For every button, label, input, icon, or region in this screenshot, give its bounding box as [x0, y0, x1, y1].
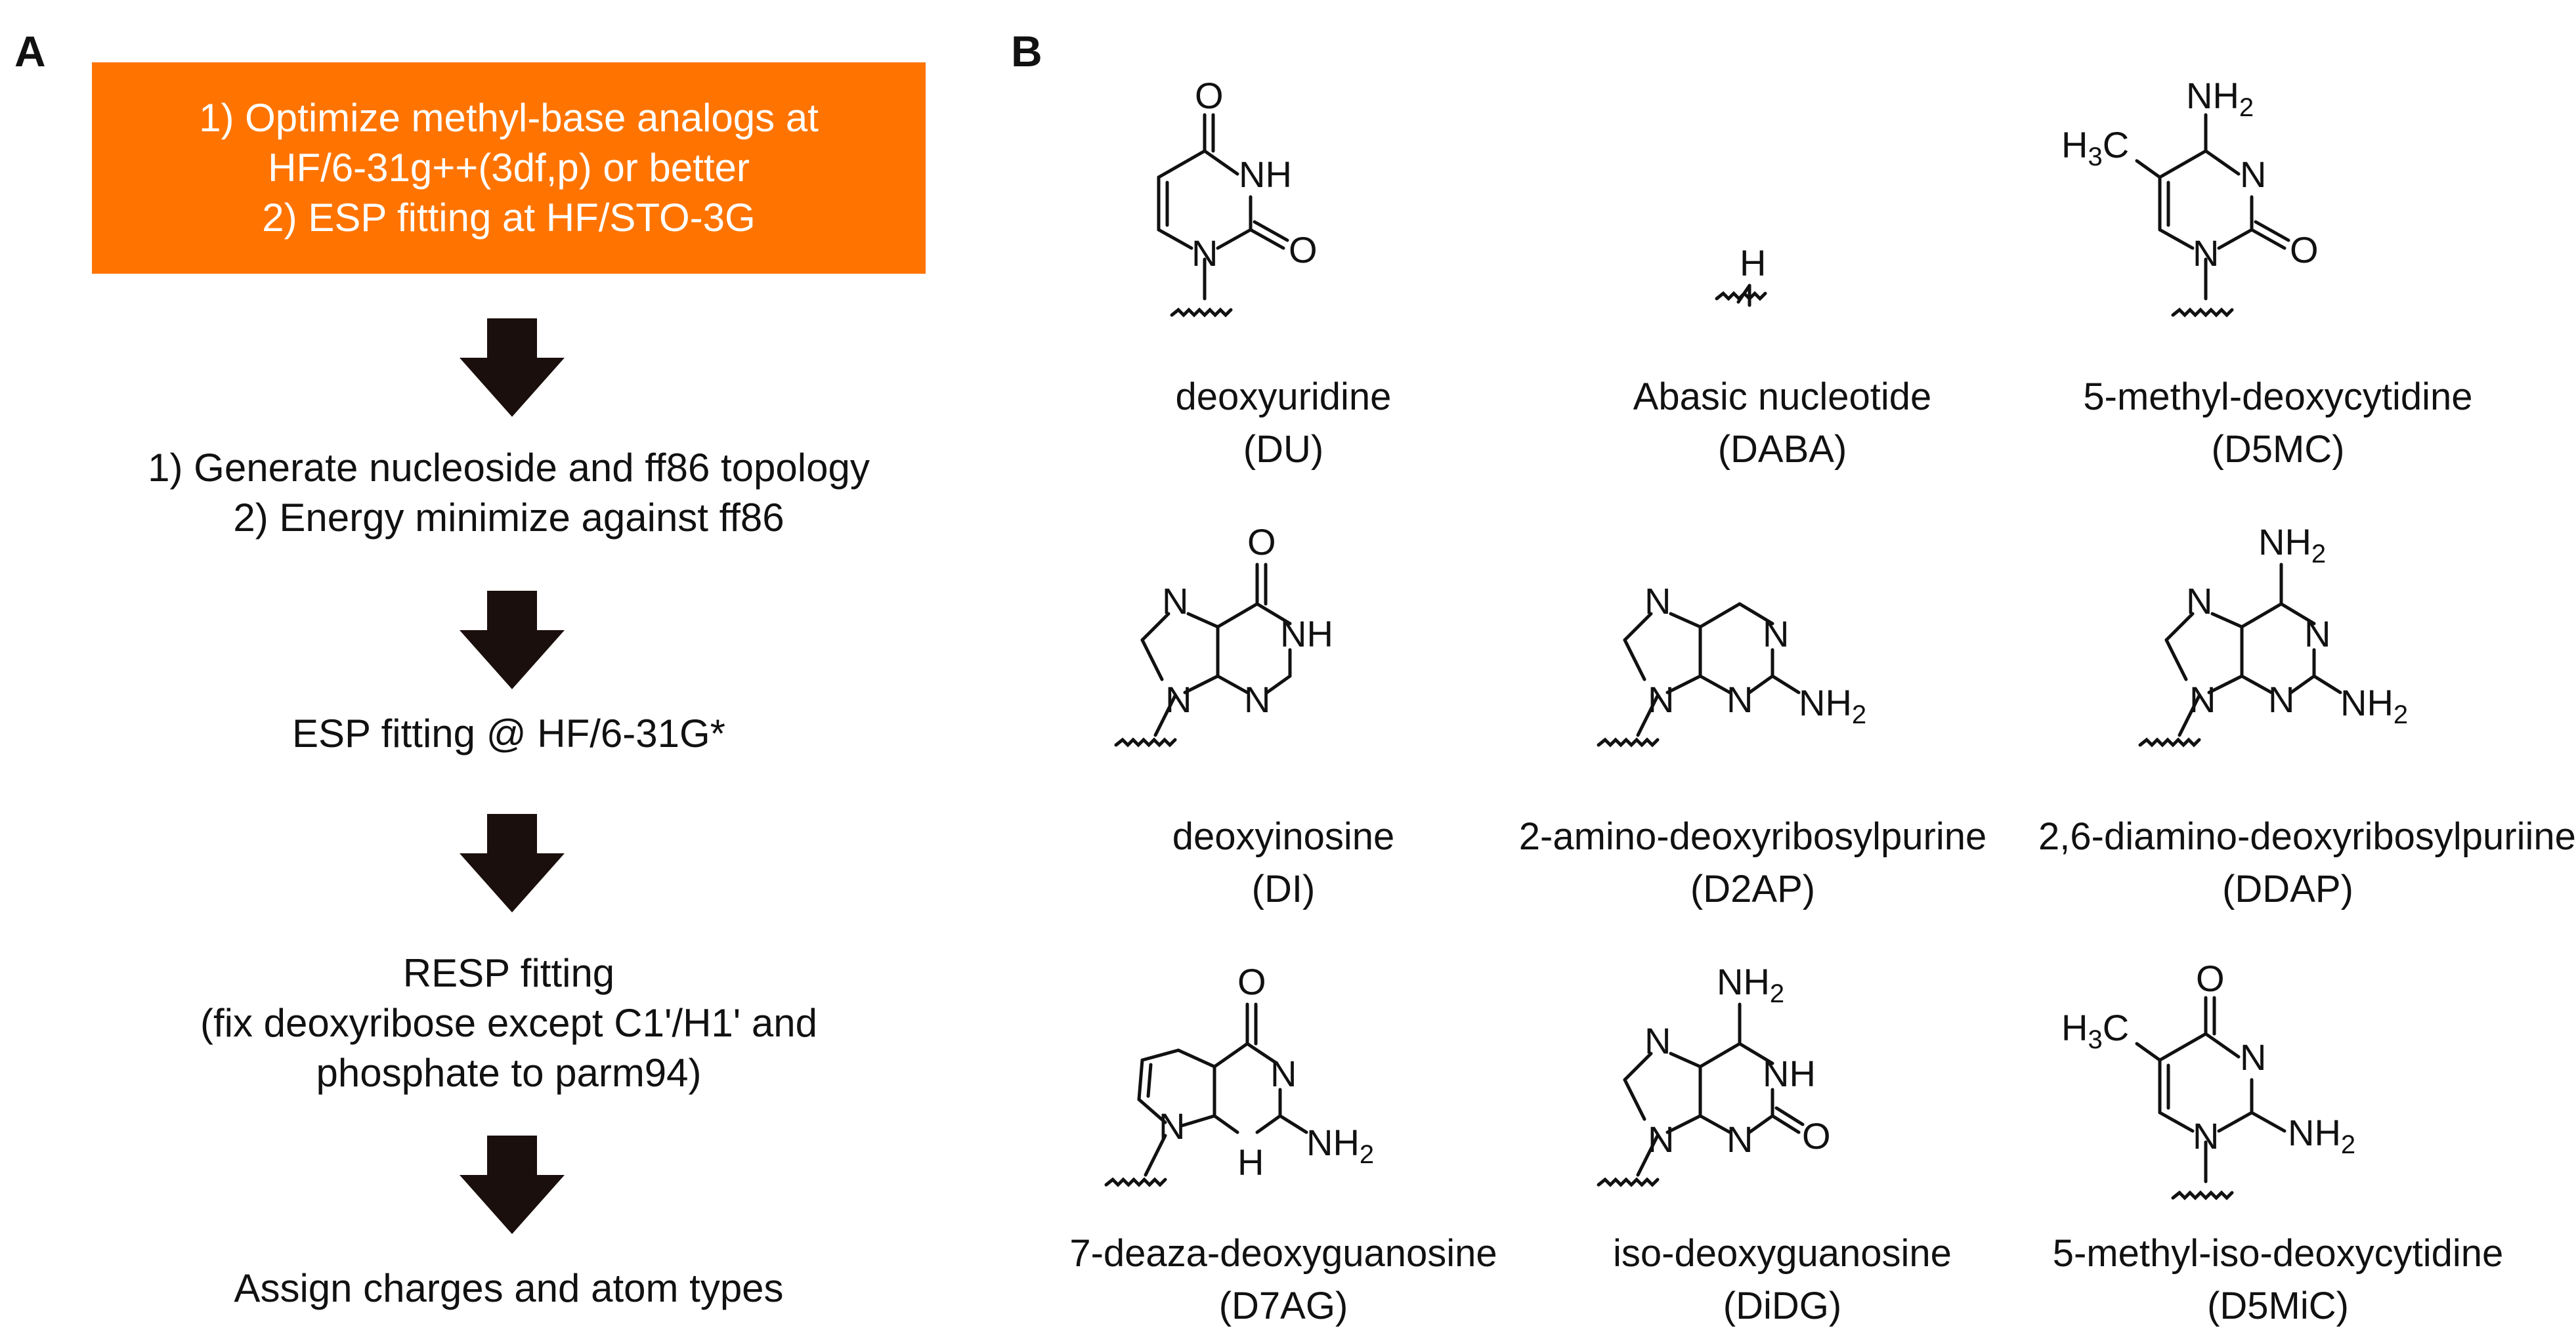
structure-iso-deoxyguanosine: NH2 N NH N N O — [1572, 945, 1940, 1247]
molecule-abbr: (D5MiC) — [2207, 1285, 2349, 1327]
molecule-name: deoxyinosine — [1172, 815, 1395, 858]
box-line-2: HF/6-31g++(3df,p) or better — [268, 146, 750, 190]
box-line-1: 1) Optimize methyl-base analogs at — [199, 96, 819, 140]
down-arrow-4 — [460, 1136, 565, 1234]
molecule-name: iso-deoxyguanosine — [1613, 1232, 1952, 1275]
structure-deoxyuridine: O NH N O — [1086, 62, 1454, 364]
atom-label: N — [2189, 679, 2216, 720]
atom-label: NH2 — [1717, 961, 1784, 1008]
atom-label: N — [1191, 232, 1218, 274]
caption-iso-deoxyguanosine: iso-deoxyguanosine (DiDG) — [1533, 1227, 2032, 1332]
caption-5-methyl-deoxycytidine: 5-methyl-deoxycytidine (D5MC) — [2029, 371, 2527, 476]
atom-label: NH2 — [1306, 1122, 1374, 1169]
step-resp-line-2: (fix deoxyribose except C1'/H1' and — [200, 1001, 818, 1045]
atom-label: N — [2240, 154, 2266, 195]
molecule-abbr: (DiDG) — [1723, 1285, 1842, 1327]
atom-label: NH2 — [2340, 682, 2408, 729]
step-resp-line-1: RESP fitting — [402, 951, 615, 995]
molecule-name: 7-deaza-deoxyguanosine — [1069, 1232, 1497, 1275]
step-esp-fitting: ESP fitting @ HF/6-31G* — [39, 709, 978, 759]
atom-label: N — [1244, 679, 1270, 720]
atom-label: N — [1270, 1053, 1297, 1094]
step-resp-line-3: phosphate to parm94) — [316, 1051, 702, 1095]
atom-label: N — [2268, 679, 2294, 720]
atom-label: NH — [1280, 613, 1333, 654]
structure-abasic: H — [1576, 62, 1943, 364]
step-assign: Assign charges and atom types — [39, 1264, 978, 1313]
atom-label: N — [1159, 1105, 1185, 1147]
molecule-name: 5-methyl-iso-deoxycytidine — [2052, 1232, 2504, 1275]
atom-label: O — [2196, 958, 2225, 999]
caption-2-amino-deoxyribosylpurine: 2-amino-deoxyribosylpurine (D2AP) — [1503, 811, 2002, 916]
atom-label: N — [1727, 1119, 1753, 1160]
step-topology: 1) Generate nucleoside and ff86 topology… — [39, 443, 978, 543]
atom-label: O — [1289, 229, 1318, 270]
atom-label: N — [2240, 1036, 2266, 1078]
optimization-box: 1) Optimize methyl-base analogs at HF/6-… — [92, 62, 926, 274]
caption-deoxyuridine: deoxyuridine (DU) — [1034, 371, 1533, 476]
atom-label: H — [1740, 242, 1766, 284]
down-arrow-3 — [460, 814, 565, 912]
atom-label: N — [1727, 679, 1753, 720]
atom-label: O — [2290, 229, 2319, 270]
caption-5-methyl-iso-deoxycytidine: 5-methyl-iso-deoxycytidine (D5MiC) — [2029, 1227, 2527, 1332]
structure-2-6-diamino-deoxyribosylpurine: NH2 N N N N NH2 — [2114, 505, 2481, 807]
atom-label: NH2 — [2258, 521, 2326, 568]
atom-label: N — [1763, 613, 1789, 654]
molecule-name: 2-amino-deoxyribosylpurine — [1518, 815, 1987, 858]
step-topology-line-2: 2) Energy minimize against ff86 — [233, 496, 784, 540]
atom-label: NH2 — [2288, 1112, 2355, 1159]
down-arrow-1 — [460, 318, 565, 417]
step-esp-line: ESP fitting @ HF/6-31G* — [291, 712, 726, 756]
atom-label: N — [1648, 679, 1674, 720]
structure-5-methyl-deoxycytidine: NH2 H3C N N O — [2061, 62, 2455, 364]
step-resp-fitting: RESP fitting (fix deoxyribose except C1'… — [39, 949, 978, 1098]
molecule-abbr: (DU) — [1243, 428, 1324, 471]
atom-label: N — [2193, 1115, 2219, 1157]
atom-label: N — [2304, 613, 2330, 654]
box-line-3: 2) ESP fitting at HF/STO-3G — [262, 196, 756, 240]
molecule-abbr: (DDAP) — [2222, 868, 2353, 910]
molecule-name: 5-methyl-deoxycytidine — [2083, 375, 2473, 418]
structure-2-amino-deoxyribosylpurine: N N N N NH2 — [1572, 505, 1940, 807]
atom-label: O — [1802, 1115, 1831, 1157]
atom-label: H3C — [2061, 1007, 2129, 1054]
atom-label: O — [1237, 961, 1266, 1002]
atom-label: NH2 — [2186, 75, 2254, 122]
step-assign-line: Assign charges and atom types — [234, 1266, 784, 1310]
caption-7-deaza-deoxyguanosine: 7-deaza-deoxyguanosine (D7AG) — [1034, 1227, 1533, 1332]
molecule-abbr: (D5MC) — [2211, 428, 2345, 471]
panel-a-label: A — [14, 27, 46, 75]
step-topology-line-1: 1) Generate nucleoside and ff86 topology — [148, 446, 870, 490]
atom-label: N — [1162, 580, 1188, 622]
caption-2-6-diamino-deoxyribosylpurine: 2,6-diamino-deoxyribosylpuriine (DDAP) — [2038, 811, 2576, 916]
structure-5-methyl-iso-deoxycytidine: O H3C N N NH2 — [2061, 945, 2455, 1247]
atom-label: N — [2186, 580, 2212, 622]
molecule-name: deoxyuridine — [1175, 375, 1392, 418]
caption-deoxyinosine: deoxyinosine (DI) — [1034, 811, 1533, 916]
structure-deoxyinosine: O N NH N N — [1090, 505, 1457, 807]
atom-label: O — [1195, 75, 1224, 116]
atom-label: O — [1247, 521, 1276, 563]
atom-label: H — [1237, 1141, 1264, 1183]
atom-label: N — [1644, 1020, 1671, 1061]
atom-label: N — [1644, 580, 1671, 622]
molecule-abbr: (D2AP) — [1690, 868, 1816, 910]
atom-label: N — [2193, 232, 2219, 274]
caption-abasic: Abasic nucleotide (DABA) — [1533, 371, 2032, 476]
molecule-abbr: (DABA) — [1717, 428, 1847, 471]
atom-label: H3C — [2061, 124, 2129, 171]
molecule-abbr: (D7AG) — [1218, 1285, 1348, 1327]
atom-label: NH2 — [1799, 682, 1866, 729]
atom-label: NH — [1239, 154, 1292, 195]
atom-label: N — [1165, 679, 1191, 720]
molecule-abbr: (DI) — [1251, 868, 1316, 910]
molecule-name: 2,6-diamino-deoxyribosylpuriine — [2038, 815, 2576, 858]
panel-b-label: B — [1011, 27, 1042, 75]
down-arrow-2 — [460, 591, 565, 689]
atom-label: N — [1648, 1119, 1674, 1160]
atom-label: NH — [1763, 1053, 1816, 1094]
structure-7-deaza-deoxyguanosine: O N N H NH2 — [1067, 945, 1434, 1247]
molecule-name: Abasic nucleotide — [1633, 375, 1932, 418]
